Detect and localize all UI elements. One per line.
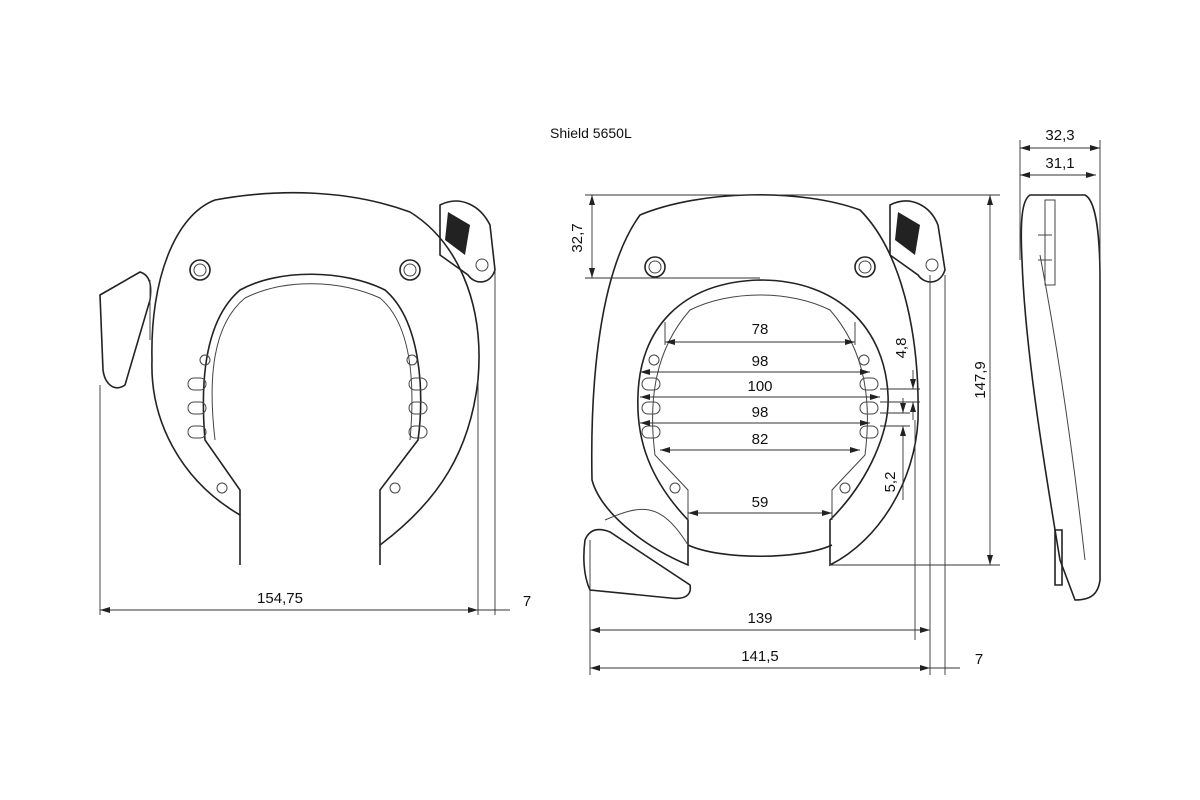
dim-width-154-75: 154,75 bbox=[257, 590, 303, 607]
dim-width-141-5: 141,5 bbox=[741, 648, 779, 665]
main-view-lock bbox=[583, 194, 946, 600]
front-view-lock bbox=[99, 191, 496, 565]
dim-depth-32-3: 32,3 bbox=[1045, 127, 1074, 144]
dim-inner-98-top: 98 bbox=[752, 353, 769, 370]
dim-opening-59: 59 bbox=[752, 494, 769, 511]
side-view-lock bbox=[1020, 194, 1101, 601]
dim-inner-98-bottom: 98 bbox=[752, 404, 769, 421]
dim-inner-78: 78 bbox=[752, 321, 769, 338]
front-view-dimensions: 154,75 7 bbox=[99, 270, 531, 615]
dim-slot-gap-5-2: 5,2 bbox=[882, 472, 899, 493]
dim-slot-gap-4-8: 4,8 bbox=[893, 338, 910, 359]
main-view-dimensions: 32,7 147,9 78 98 100 98 82 59 4,8 5,2 13… bbox=[569, 194, 1000, 675]
dim-inner-100: 100 bbox=[747, 378, 772, 395]
side-view-dimensions: 32,3 31,1 bbox=[1019, 127, 1101, 280]
drawing-title: Shield 5650L bbox=[550, 125, 632, 141]
dim-top-32-7: 32,7 bbox=[569, 223, 586, 252]
dim-height-147-9: 147,9 bbox=[972, 361, 989, 399]
dim-bracket-7: 7 bbox=[523, 593, 531, 610]
dim-inner-82: 82 bbox=[752, 431, 769, 448]
dim-bracket-7-main: 7 bbox=[975, 651, 983, 668]
dim-depth-31-1: 31,1 bbox=[1045, 155, 1074, 172]
dim-width-139: 139 bbox=[747, 610, 772, 627]
